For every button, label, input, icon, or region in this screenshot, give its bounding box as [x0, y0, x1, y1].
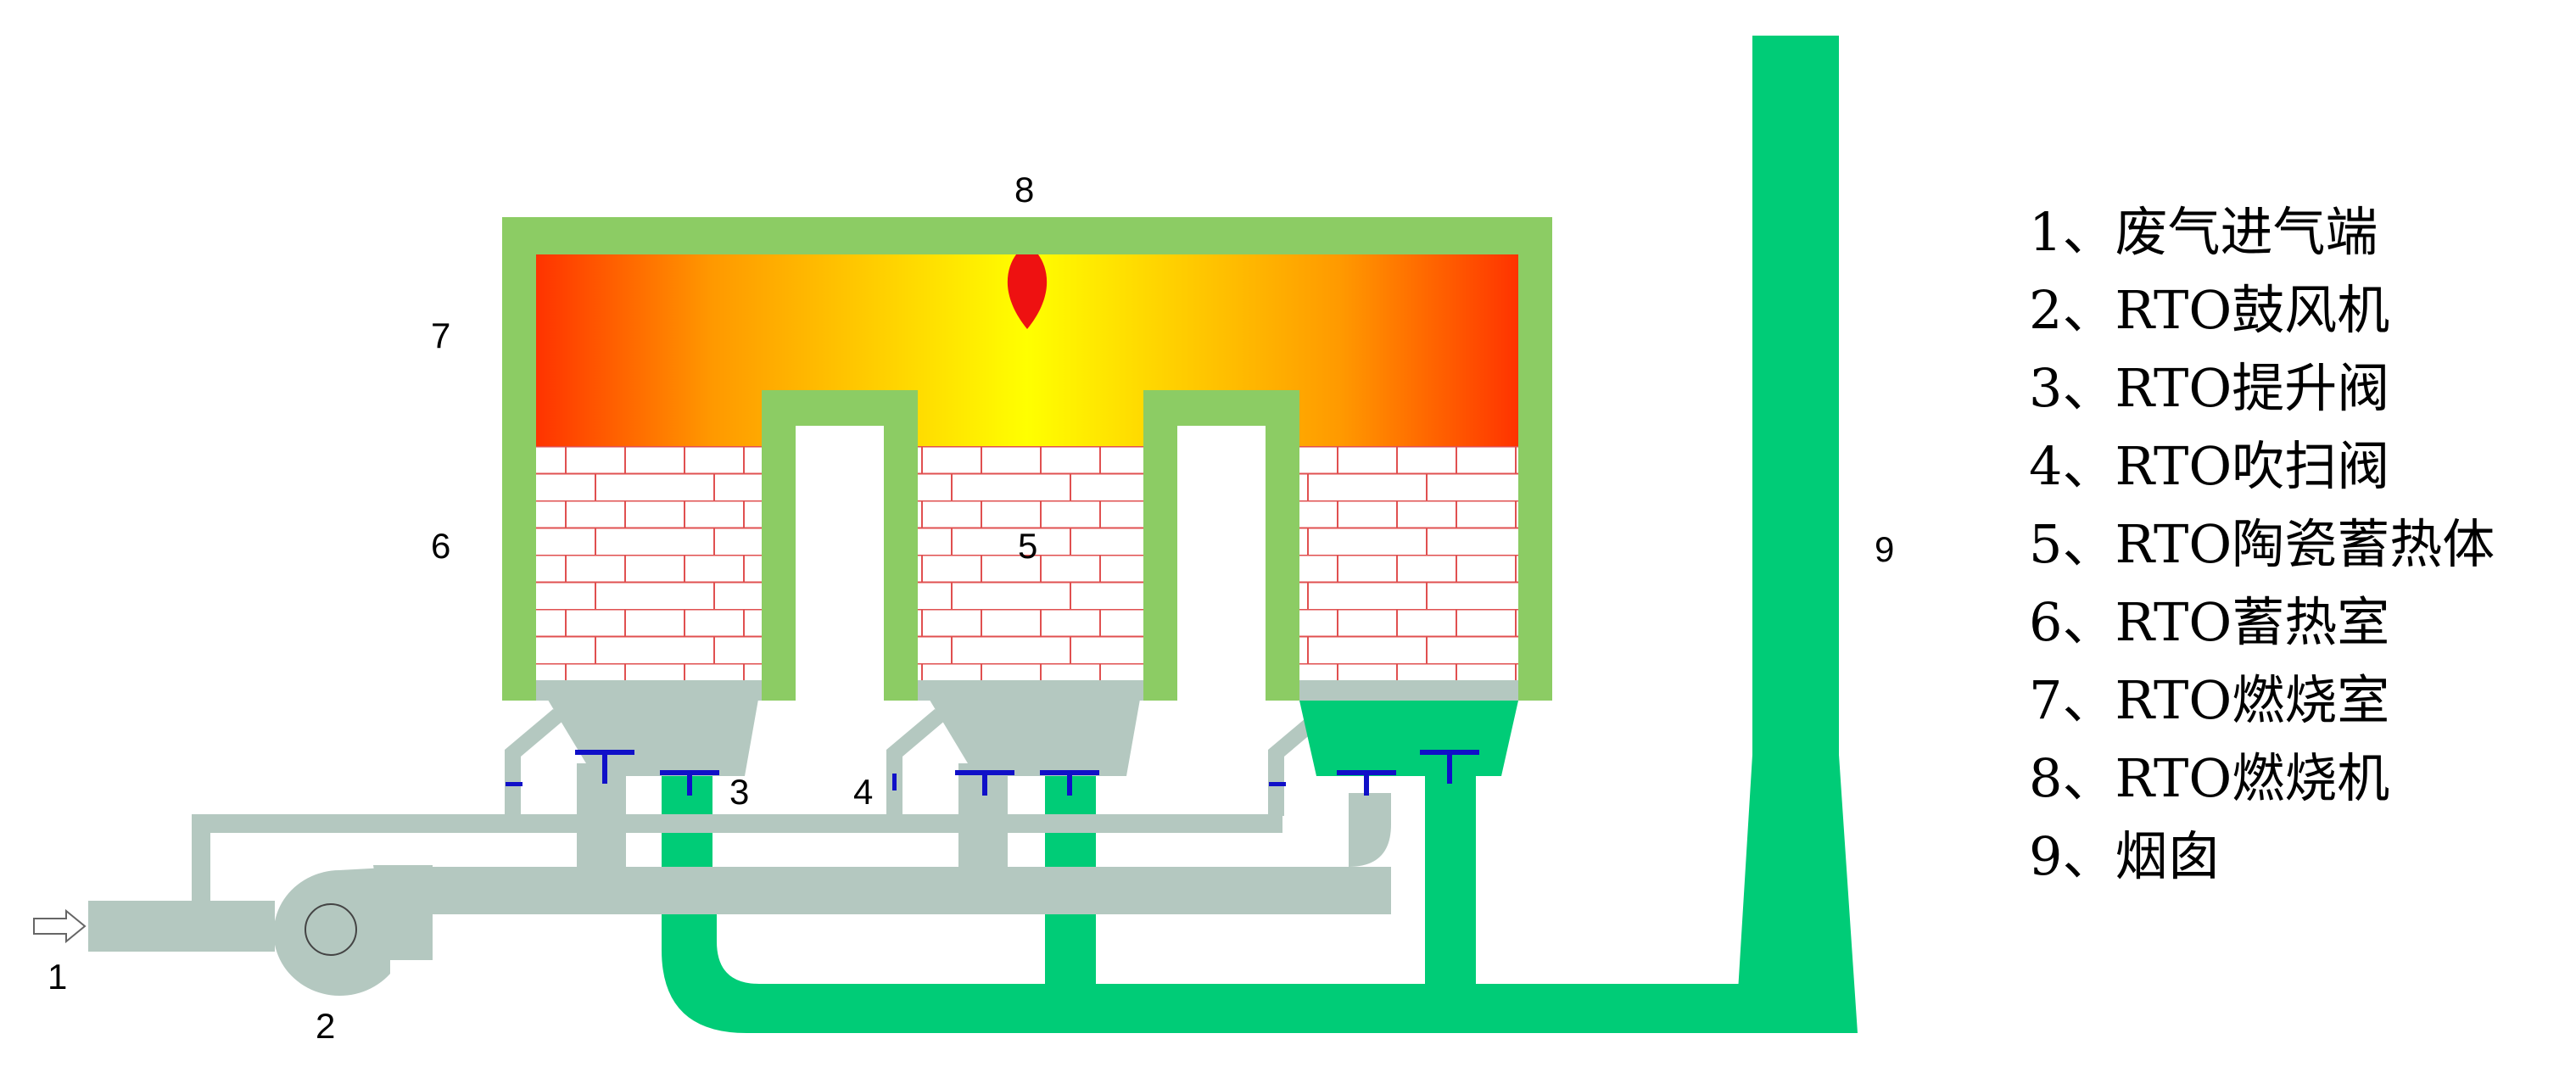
chimney-and-exhaust: [662, 36, 1858, 1033]
legend-item: 7、RTO燃烧室: [2029, 669, 2390, 731]
legend-item: 8、RTO燃烧机: [2029, 747, 2390, 809]
lift-valve-1b-stem: [687, 770, 692, 796]
purge-branch-3: [1268, 709, 1328, 816]
purge-branch-1: [505, 709, 565, 816]
purge-valve-2: [892, 774, 897, 790]
inlet-pipe: [88, 901, 275, 952]
legend-item: 3、RTO提升阀: [2029, 357, 2390, 419]
blower-impeller: [305, 903, 357, 956]
lift-valve-1a-stem: [602, 750, 607, 784]
label-4: 4: [853, 772, 873, 812]
legend-item: 2、RTO鼓风机: [2029, 279, 2390, 341]
valves: [506, 750, 1479, 796]
inlet-arrow-icon: [33, 908, 87, 944]
chamber-1-inlet-riser: [577, 763, 626, 869]
chamber-2-bottom-plenum: [918, 680, 1143, 701]
label-6: 6: [431, 526, 450, 566]
lift-valve-3a-stem: [1364, 770, 1369, 796]
purge-valve-1: [506, 782, 522, 786]
lift-valve-2a-stem: [982, 770, 987, 796]
divider-slot-2: [1177, 426, 1266, 701]
heat-storage-chamber-3: [1299, 446, 1518, 680]
purge-valve-3: [1269, 782, 1286, 786]
legend-item: 6、RTO蓄热室: [2029, 591, 2390, 653]
purge-branch-2: [886, 709, 947, 816]
purge-header-duct: [192, 814, 1282, 833]
label-7: 7: [431, 316, 450, 355]
purge-duct-vertical: [192, 814, 210, 908]
chamber-2-hopper: [918, 680, 1143, 776]
exhaust-riser-3: [1425, 772, 1476, 986]
legend-item: 4、RTO吹扫阀: [2029, 435, 2390, 497]
air-header-duct: [382, 867, 1391, 914]
chimney: [1735, 36, 1858, 1033]
heat-storage-chamber-1: [536, 446, 762, 680]
label-8: 8: [1014, 170, 1034, 209]
legend-item: 5、RTO陶瓷蓄热体: [2029, 513, 2495, 575]
legend-item: 9、烟囱: [2029, 825, 2221, 887]
label-9: 9: [1875, 529, 1894, 569]
burner-flame: [1007, 254, 1048, 329]
heat-storage-chamber-2: [918, 446, 1143, 680]
blower-group: [273, 865, 433, 996]
callout-numbers: 1 2 3 4 5 6 7 8 9: [47, 170, 1894, 1046]
label-5: 5: [1018, 526, 1037, 566]
legend: 1、废气进气端 2、RTO鼓风机 3、RTO提升阀 4、RTO吹扫阀 5、RTO…: [2029, 193, 2555, 896]
label-3: 3: [729, 772, 749, 812]
chamber-3-hopper: [1299, 701, 1518, 776]
chamber-3-bottom-plenum: [1299, 680, 1518, 701]
rto-furnace: [502, 217, 1552, 776]
air-duct-elbow: [1349, 793, 1391, 867]
label-2: 2: [316, 1006, 335, 1046]
label-1: 1: [47, 957, 67, 997]
chamber-1-bottom-plenum: [536, 680, 762, 701]
exhaust-header-duct: [662, 882, 1764, 1033]
lift-valve-3b-stem: [1447, 750, 1452, 784]
divider-slot-1: [796, 426, 884, 701]
legend-item: 1、废气进气端: [2029, 201, 2378, 263]
lift-valve-2b-stem: [1067, 770, 1072, 796]
